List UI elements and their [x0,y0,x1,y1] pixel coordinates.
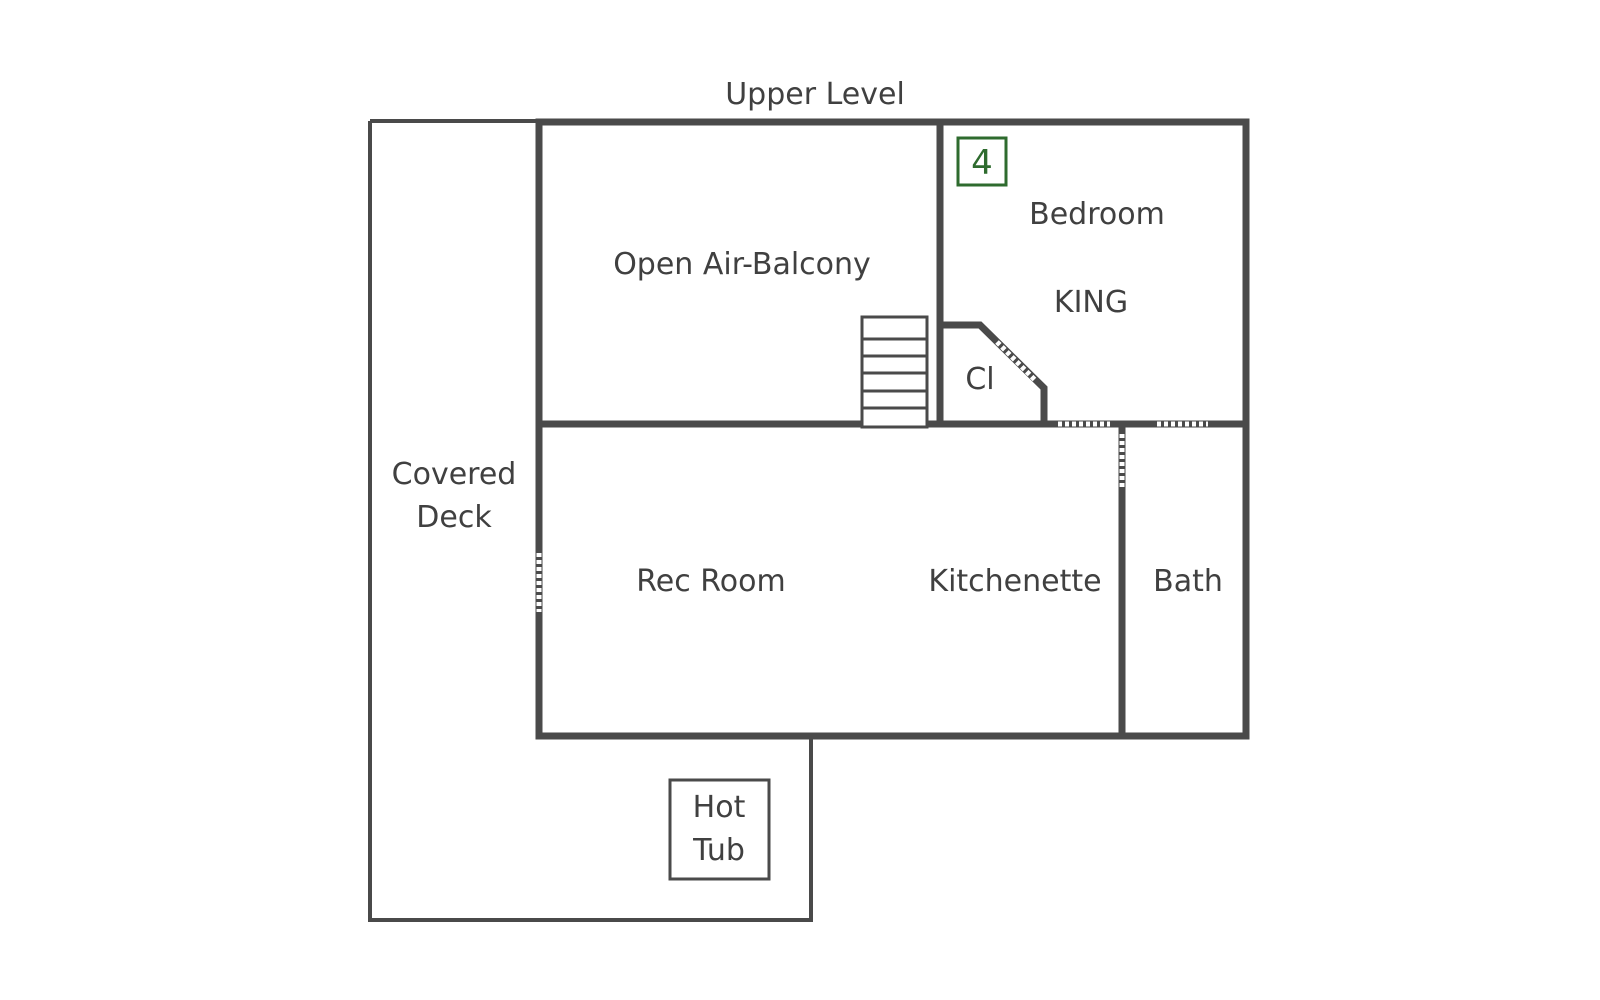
house-outer-wall [535,118,1250,740]
bed-size-label: KING [1054,285,1128,320]
closet-wall [940,321,1048,424]
hot-tub-label-line2: Tub [692,833,745,868]
closet-door [995,340,1037,382]
hot-tub-label-line1: Hot [693,790,746,825]
stairs [860,315,929,429]
hot-tub-box [668,778,771,881]
balcony-label: Open Air-Balcony [613,247,871,282]
bedroom-label: Bedroom [1029,197,1165,232]
closet-label: Cl [965,362,994,397]
bedroom-number: 4 [971,143,993,183]
kitchenette-label: Kitchenette [928,564,1101,599]
covered-deck-label-line2: Deck [416,500,492,535]
covered-deck-label-line1: Covered [392,457,517,492]
rec-room-label: Rec Room [636,564,785,599]
bedroom-number-badge [956,136,1008,187]
bath-label: Bath [1153,564,1223,599]
covered-deck-outline [368,119,813,922]
plan-title: Upper Level [725,77,905,112]
